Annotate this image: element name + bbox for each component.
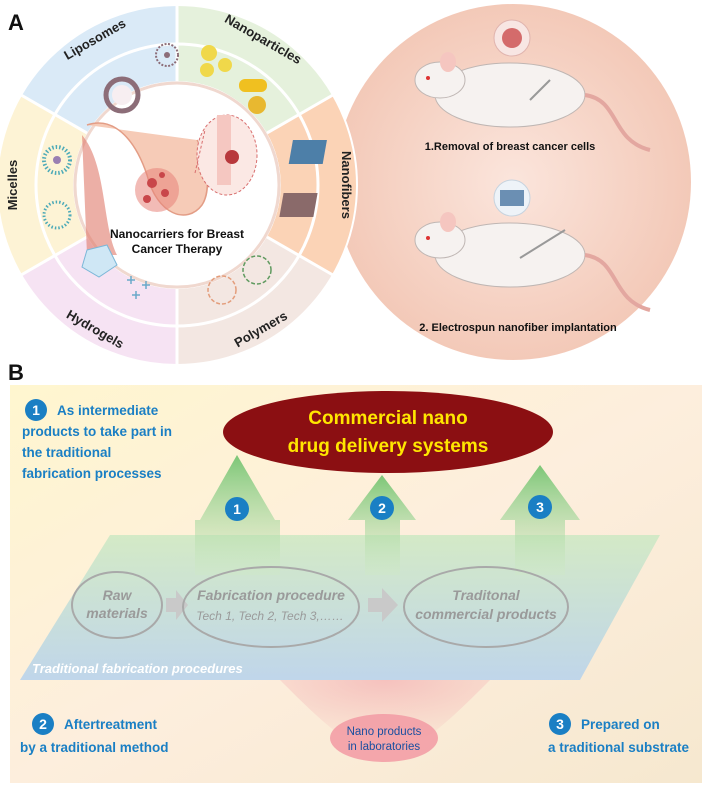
arrow-2: 2 [348,475,416,575]
fab-line2: Tech 1, Tech 2, Tech 3,…… [196,609,343,623]
polymer-icon [207,255,272,305]
hydrogel-icon [81,244,150,299]
title-line1: Commercial nano [308,408,467,429]
lab-line2: in laboratories [348,741,420,753]
note-1-number: 1 [32,402,40,418]
center-title-line1: Nanocarriers for Breast [110,227,244,241]
raw-materials-node: Raw materials [71,571,163,639]
raw-line2: materials [86,605,148,621]
lab-products-node: Nano products in laboratories [330,714,438,762]
note-3-line1: Prepared on [581,717,660,732]
trad-line2: commercial products [415,606,557,622]
note-3-line2: a traditional substrate [548,740,690,755]
note-1-line1: As intermediate [57,403,159,418]
label-micelles: Micelles [5,160,20,211]
note-1-line4: fabrication processes [22,466,162,481]
arrow-2-number: 2 [378,500,386,516]
arrow-1: 1 [195,455,280,575]
nanofiber-icon [279,140,327,217]
mouse-illustration-bottom [414,179,651,312]
nanoparticle-icon [200,45,267,114]
note-2-line2: by a traditional method [20,740,169,755]
fabrication-plane [20,535,660,680]
center-title-line2: Cancer Therapy [132,242,223,256]
title-ellipse: Commercial nano drug delivery systems [223,391,553,473]
segment-micelles [0,95,87,275]
arrow-3-number: 3 [536,499,544,515]
traditional-products-node: Traditonal commercial products [403,566,569,648]
raw-line1: Raw [103,587,133,603]
caption-implantation: 2. Electrospun nanofiber implantation [419,322,617,334]
note-2: 2 Aftertreatment by a traditional method [20,713,169,755]
note-1-line2: products to take part in [22,424,172,439]
note-3-number: 3 [556,716,564,732]
note-1-line3: the traditional [22,445,111,460]
micelle-icon [42,145,72,230]
trad-line1: Traditonal [452,587,521,603]
caption-removal: 1.Removal of breast cancer cells [425,141,596,153]
liposome-icon [103,43,179,114]
flow-arrow-1 [166,590,188,620]
note-2-line1: Aftertreatment [64,717,158,732]
label-nanofibers: Nanofibers [339,151,354,219]
mouse-illustration-top [414,19,651,152]
fab-line1: Fabrication procedure [197,587,345,603]
flow-arrow-2 [368,588,398,622]
lab-line1: Nano products [347,726,422,738]
note-3: 3 Prepared on a traditional substrate [548,713,690,755]
title-line2: drug delivery systems [288,436,489,457]
panel-b-label: B [8,360,24,385]
arrow-1-number: 1 [233,501,241,517]
panel-a-label: A [8,10,24,35]
note-2-number: 2 [39,716,47,732]
note-1: 1 As intermediate products to take part … [22,399,172,481]
nanocarrier-ring: Nanocarriers for Breast Cancer Therapy L… [0,4,358,366]
plane-label: Traditional fabrication procedures [32,661,243,676]
arrow-3: 3 [500,465,580,575]
breast-illustration [82,114,258,255]
fabrication-node: Fabrication procedure Tech 1, Tech 2, Te… [182,566,360,648]
segment-nanofibers [267,95,358,275]
